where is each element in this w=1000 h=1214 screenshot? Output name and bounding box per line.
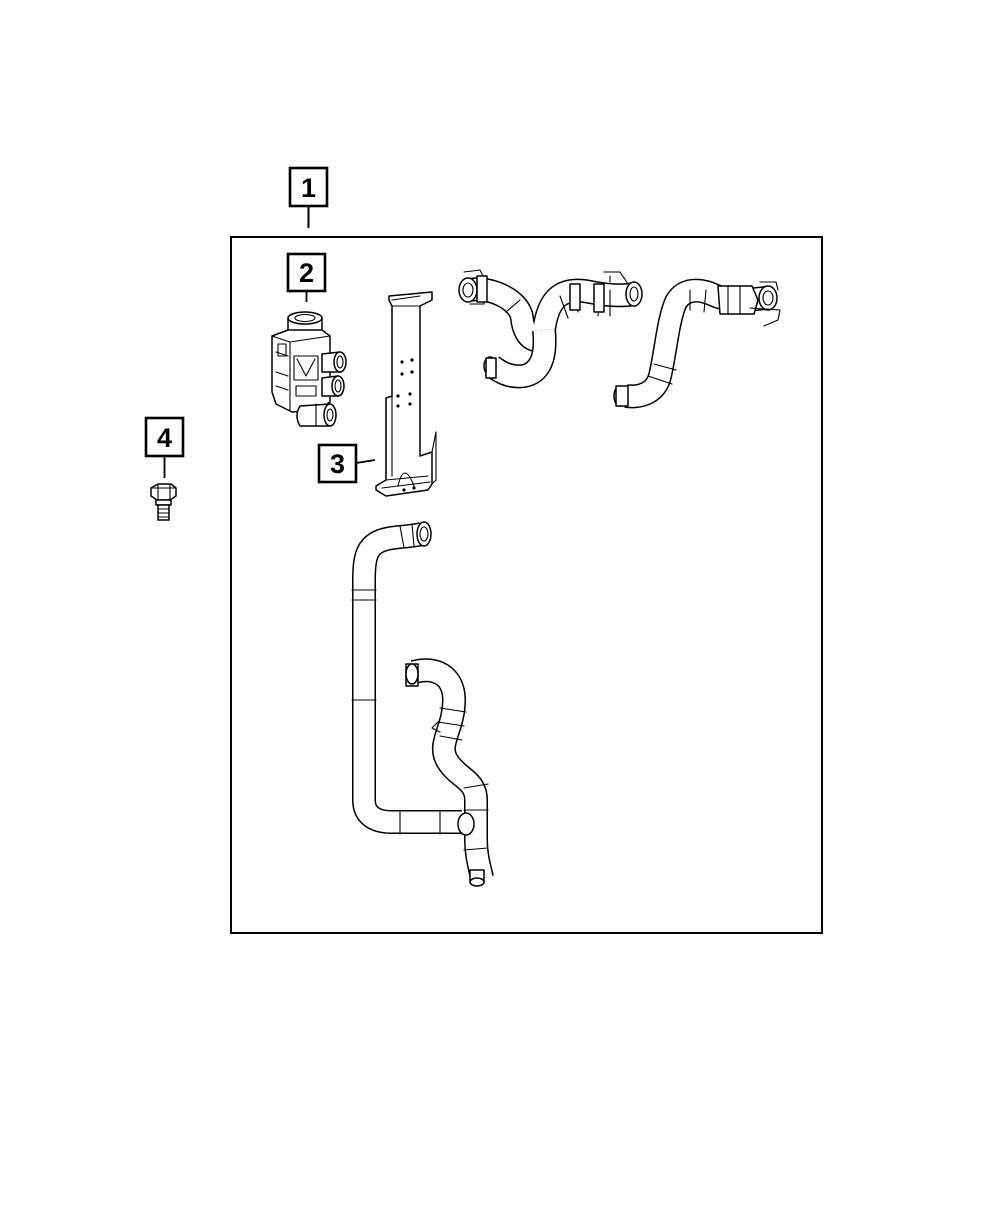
- callout-2[interactable]: 2: [286, 252, 327, 302]
- assembly-frame: [230, 236, 823, 934]
- heater-hose-upper-center[interactable]: [458, 269, 643, 389]
- callout-3[interactable]: 3: [317, 443, 376, 484]
- heater-hose-lower-return[interactable]: [405, 658, 494, 887]
- callout-3-label: 3: [330, 449, 345, 479]
- bracket-part[interactable]: [375, 291, 437, 497]
- callout-4[interactable]: 4: [144, 416, 185, 478]
- heater-hose-upper-right[interactable]: [613, 278, 781, 409]
- callout-2-label: 2: [299, 258, 314, 288]
- bolt-part[interactable]: [150, 483, 177, 521]
- heater-valve-part[interactable]: [271, 311, 347, 427]
- heater-hose-lower[interactable]: [351, 521, 462, 835]
- callout-1-label: 1: [301, 173, 316, 203]
- callout-1[interactable]: 1: [288, 166, 329, 228]
- callout-4-label: 4: [157, 423, 172, 453]
